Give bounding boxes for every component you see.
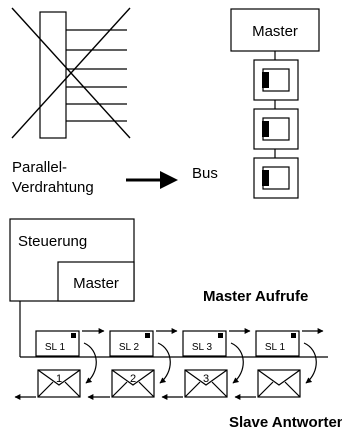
bus-topology-figure: Master — [230, 8, 320, 199]
parallel-wiring-label-line1: Parallel- — [12, 159, 67, 176]
response-curve — [303, 342, 317, 384]
bus-master-box — [230, 8, 320, 52]
response-envelopes: 1 2 3 — [37, 369, 301, 398]
response-curve — [157, 342, 171, 384]
parallel-wiring-label-line2: Verdrahtung — [12, 179, 94, 196]
envelope: 1 — [37, 369, 81, 398]
slave-label: SL 3 — [192, 342, 213, 353]
response-curve — [83, 342, 97, 384]
parallel-wiring-figure — [11, 7, 131, 139]
slave-label: SL 1 — [265, 342, 286, 353]
bus-label: Bus — [192, 165, 218, 182]
cross-out-mark — [11, 7, 131, 139]
bus-node-1 — [253, 59, 299, 101]
controller-master-label: Master — [73, 275, 119, 292]
parallel-wiring-terminal-block — [39, 11, 67, 139]
response-curves — [83, 342, 317, 384]
envelope-number: 1 — [56, 373, 62, 385]
response-curve — [230, 342, 244, 384]
slave-label: SL 2 — [119, 342, 140, 353]
bus-master-label: Master — [252, 23, 298, 40]
master-requests-label: Master Aufrufe — [203, 288, 308, 305]
envelope: 3 — [184, 369, 228, 398]
slave-box: SL 1 — [255, 330, 300, 357]
slave-responses-label: Slave Antworten — [229, 414, 342, 431]
bus-node-2 — [253, 108, 299, 150]
slave-box: SL 1 — [35, 330, 80, 357]
slave-box: SL 2 — [109, 330, 154, 357]
slave-box: SL 3 — [182, 330, 227, 357]
slave-label: SL 1 — [45, 342, 66, 353]
controller-master-box — [57, 261, 135, 302]
envelope — [257, 369, 301, 398]
bus-node-3 — [253, 157, 299, 199]
controller-figure: Steuerung Master — [9, 218, 135, 302]
comparison-arrow — [126, 171, 178, 189]
envelope-number: 2 — [130, 373, 136, 385]
controller-label: Steuerung — [18, 233, 87, 250]
envelope-number: 3 — [203, 373, 209, 385]
envelope: 2 — [111, 369, 155, 398]
parallel-wires — [66, 29, 127, 122]
slave-telegrams: SL 1 SL 2 SL 3 SL 1 — [35, 330, 300, 357]
